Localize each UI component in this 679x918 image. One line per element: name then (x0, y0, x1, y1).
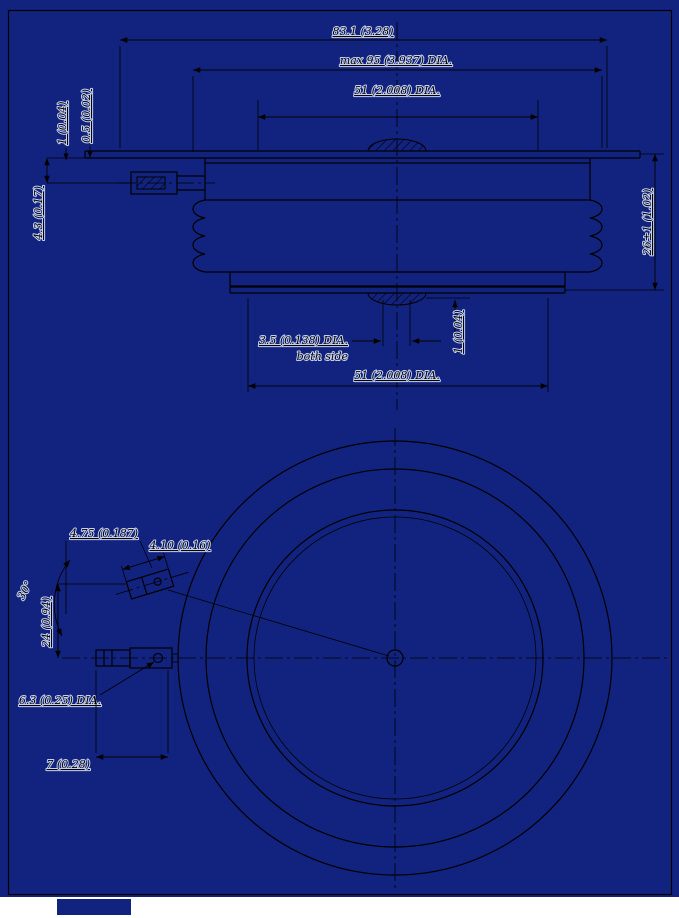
dim-label-lip-height: 1 (0.04) (56, 101, 69, 145)
dimension-max-diameter: max 95 (3.937) DIA. (192, 53, 603, 152)
dimension-sheet-thickness: 0.5 (0.02) (79, 88, 94, 158)
dim-label-tab-angle: 30° (15, 579, 36, 602)
dimension-top-pole-diameter: 51 (2.008) DIA. (257, 83, 539, 150)
top-hatched-dome (367, 138, 427, 152)
dimension-tab-offset: 24 (0.94) (39, 583, 126, 658)
dim-label-tab-thickness: 4.10 (0.16) (148, 539, 210, 552)
dimension-tab-width: 4.75 (0.187) (65, 526, 153, 614)
ceramic-bellows-left (192, 199, 206, 273)
dim-label-body-height: 26±1 (1.02) (641, 189, 654, 257)
dimension-gate-hole: 3.5 (0.138) DIA. both side (258, 300, 441, 364)
center-mark (386, 649, 404, 667)
dim-label-bottom-pole-diameter: 51 (2.008) DIA. (354, 369, 440, 382)
gate-leader-line (167, 589, 390, 657)
sheet-bottom-tab (57, 899, 131, 915)
dimension-recess-depth: 1 (0.04) (426, 297, 470, 355)
dimension-overall-width: 83.1 (3.28) (119, 24, 608, 148)
dimension-tab-length: 7 (0.28) (45, 670, 169, 772)
cross-section-view: 83.1 (3.28) max 95 (3.937) DIA. 51 (2.00… (31, 22, 664, 410)
dimension-body-height: 26±1 (1.02) (565, 153, 664, 291)
bottom-hatched-dome (367, 292, 427, 306)
dim-label-tab-offset: 24 (0.94) (40, 597, 53, 649)
dim-label-recess-depth: 1 (0.04) (452, 310, 465, 354)
dimension-bottom-pole-diameter: 51 (2.008) DIA. (247, 298, 549, 392)
plan-view: 4.10 (0.16) 4.75 (0.187) 30° 24 (0.94) (14, 428, 668, 888)
gate-tab-plan (115, 552, 191, 600)
dim-label-gate-lead-offset: 4.3 (0.17) (32, 186, 45, 241)
dim-label-tab-width: 4.75 (0.187) (69, 527, 138, 540)
gate-terminal-section (118, 171, 215, 195)
dim-label-hole-diameter: 6.3 (0.25) DIA. (19, 694, 101, 707)
dim-label-overall-width: 83.1 (3.28) (332, 25, 393, 38)
dimension-gate-lead-offset: 4.3 (0.17) (31, 157, 131, 242)
dim-label-tab-length: 7 (0.28) (46, 758, 90, 771)
dim-label-gate-hole-diameter: 3.5 (0.138) DIA. (259, 334, 348, 347)
plan-circles (177, 440, 613, 876)
dim-label-max-diameter: max 95 (3.937) DIA. (340, 54, 452, 67)
dim-label-sheet-thickness: 0.5 (0.02) (80, 89, 93, 143)
top-pole-piece (204, 162, 591, 201)
device-outline (84, 138, 641, 306)
ceramic-bellows-right (589, 199, 603, 273)
dimension-hole-diameter: 6.3 (0.25) DIA. (18, 661, 155, 708)
dim-label-top-pole-diameter: 51 (2.008) DIA. (354, 84, 440, 97)
dimension-lip-height: 1 (0.04) (55, 100, 70, 160)
bottom-pole-piece (229, 271, 566, 287)
drawing-frame (7, 9, 673, 896)
dim-label-gate-hole-note: both side (297, 350, 349, 363)
